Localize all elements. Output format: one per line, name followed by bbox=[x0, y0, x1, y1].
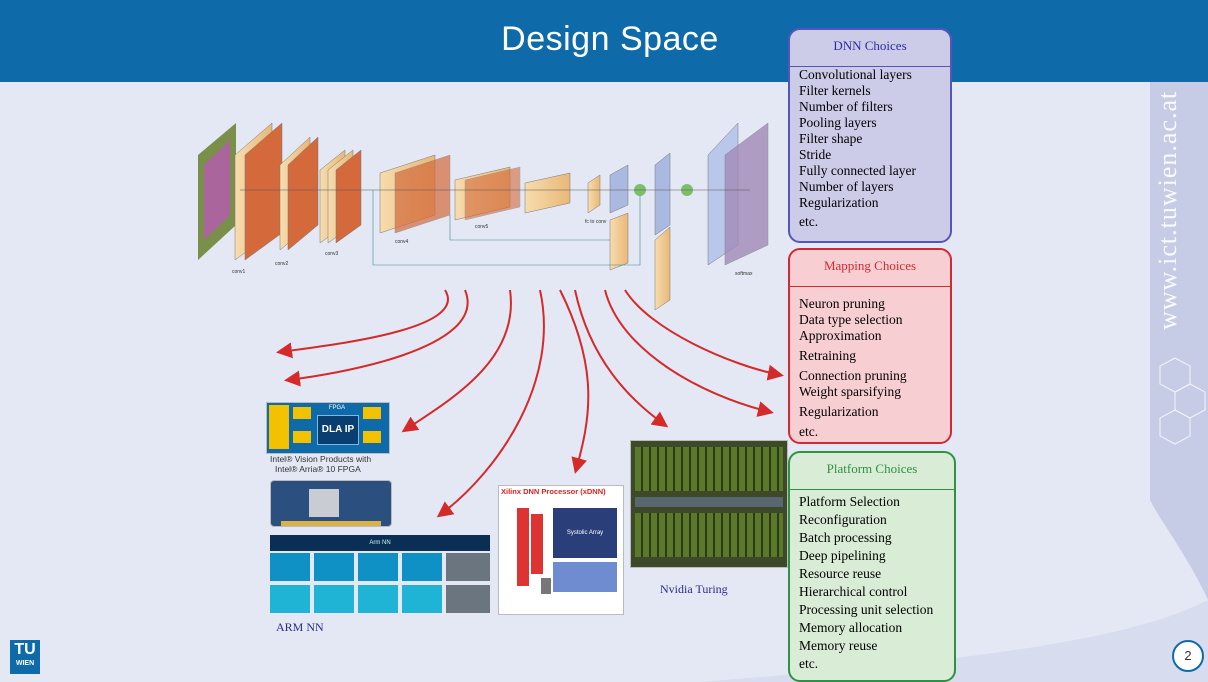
title-band bbox=[0, 0, 1208, 82]
dnn-item: Regularization bbox=[799, 195, 879, 210]
dnn-choices-header: DNN Choices bbox=[790, 30, 950, 67]
platform-choices-box: Platform Choices Platform Selection Reco… bbox=[788, 451, 956, 682]
cnn-architecture-diagram: conv1 conv2 conv3 conv4 conv5 fc to conv… bbox=[198, 122, 769, 311]
platform-item: etc. bbox=[799, 656, 819, 671]
dnn-item: Number of filters bbox=[799, 99, 893, 114]
mapping-item: etc. bbox=[799, 424, 819, 439]
intel-caption-line2: Intel® Arria® 10 FPGA bbox=[275, 464, 361, 474]
platform-item: Memory allocation bbox=[799, 620, 903, 635]
platform-item: Deep pipelining bbox=[799, 548, 886, 563]
page-number: 2 bbox=[1172, 640, 1204, 672]
arm-nn-header: Arm NN bbox=[270, 535, 490, 551]
nvidia-caption: Nvidia Turing bbox=[660, 582, 728, 596]
dnn-item: Convolutional layers bbox=[799, 67, 912, 82]
mapping-item: Connection pruning bbox=[799, 368, 907, 383]
nvidia-turing-die bbox=[630, 440, 788, 568]
net-label-conv1: conv1 bbox=[232, 269, 246, 275]
mapping-item: Approximation bbox=[799, 328, 882, 343]
mapping-choices-header: Mapping Choices bbox=[790, 250, 950, 287]
intel-fpga-figure: FPGA DLA IP bbox=[266, 402, 390, 454]
logo-bottom: WIEN bbox=[15, 660, 35, 667]
dnn-item: Filter shape bbox=[799, 131, 863, 146]
dnn-item: Stride bbox=[799, 147, 832, 162]
slide-title: Design Space bbox=[501, 20, 719, 58]
mapping-item: Weight sparsifying bbox=[799, 384, 902, 399]
xilinx-xdnn-figure: Xilinx DNN Processor (xDNN) Systolic Arr… bbox=[498, 485, 624, 615]
net-label-conv5: conv5 bbox=[475, 224, 489, 230]
dnn-item: Pooling layers bbox=[799, 115, 877, 130]
logo-top: TU bbox=[14, 641, 36, 658]
dnn-choices-box: DNN Choices Convolutional layers Filter … bbox=[788, 28, 952, 243]
platform-choices-header: Platform Choices bbox=[790, 453, 954, 490]
platform-item: Hierarchical control bbox=[799, 584, 908, 599]
intel-fpga-label: FPGA bbox=[328, 405, 346, 411]
mapping-item: Data type selection bbox=[799, 312, 903, 327]
net-label-softmax: softmax bbox=[735, 271, 753, 277]
xilinx-title: Xilinx DNN Processor (xDNN) bbox=[501, 487, 606, 496]
arm-nn-figure: Arm NN bbox=[270, 535, 490, 613]
dnn-item: Number of layers bbox=[799, 179, 894, 194]
platform-item: Reconfiguration bbox=[799, 512, 887, 527]
platform-item: Memory reuse bbox=[799, 638, 878, 653]
dnn-item: etc. bbox=[799, 214, 819, 229]
mapping-item: Retraining bbox=[799, 348, 856, 363]
net-label-conv2: conv2 bbox=[275, 261, 289, 267]
net-label-conv3: conv3 bbox=[325, 251, 339, 257]
net-label-conv4: conv4 bbox=[395, 239, 409, 245]
dnn-item: Filter kernels bbox=[799, 83, 871, 98]
dnn-item: Fully connected layer bbox=[799, 163, 916, 178]
mapping-item: Regularization bbox=[799, 404, 879, 419]
intel-dla-chip: DLA IP bbox=[317, 415, 359, 445]
platform-item: Processing unit selection bbox=[799, 602, 934, 617]
net-label-fc: fc to conv bbox=[585, 219, 607, 225]
tu-wien-logo: TU WIEN bbox=[10, 640, 40, 674]
platform-item: Platform Selection bbox=[799, 494, 900, 509]
intel-board-image bbox=[270, 480, 392, 527]
platform-item: Batch processing bbox=[799, 530, 892, 545]
xilinx-systolic-array: Systolic Array bbox=[553, 508, 617, 558]
platform-item: Resource reuse bbox=[799, 566, 882, 581]
intel-caption-line1: Intel® Vision Products with bbox=[270, 454, 372, 464]
mapping-item: Neuron pruning bbox=[799, 296, 885, 311]
arm-nn-caption: ARM NN bbox=[276, 620, 324, 634]
mapping-choices-box: Mapping Choices Neuron pruning Data type… bbox=[788, 248, 952, 444]
